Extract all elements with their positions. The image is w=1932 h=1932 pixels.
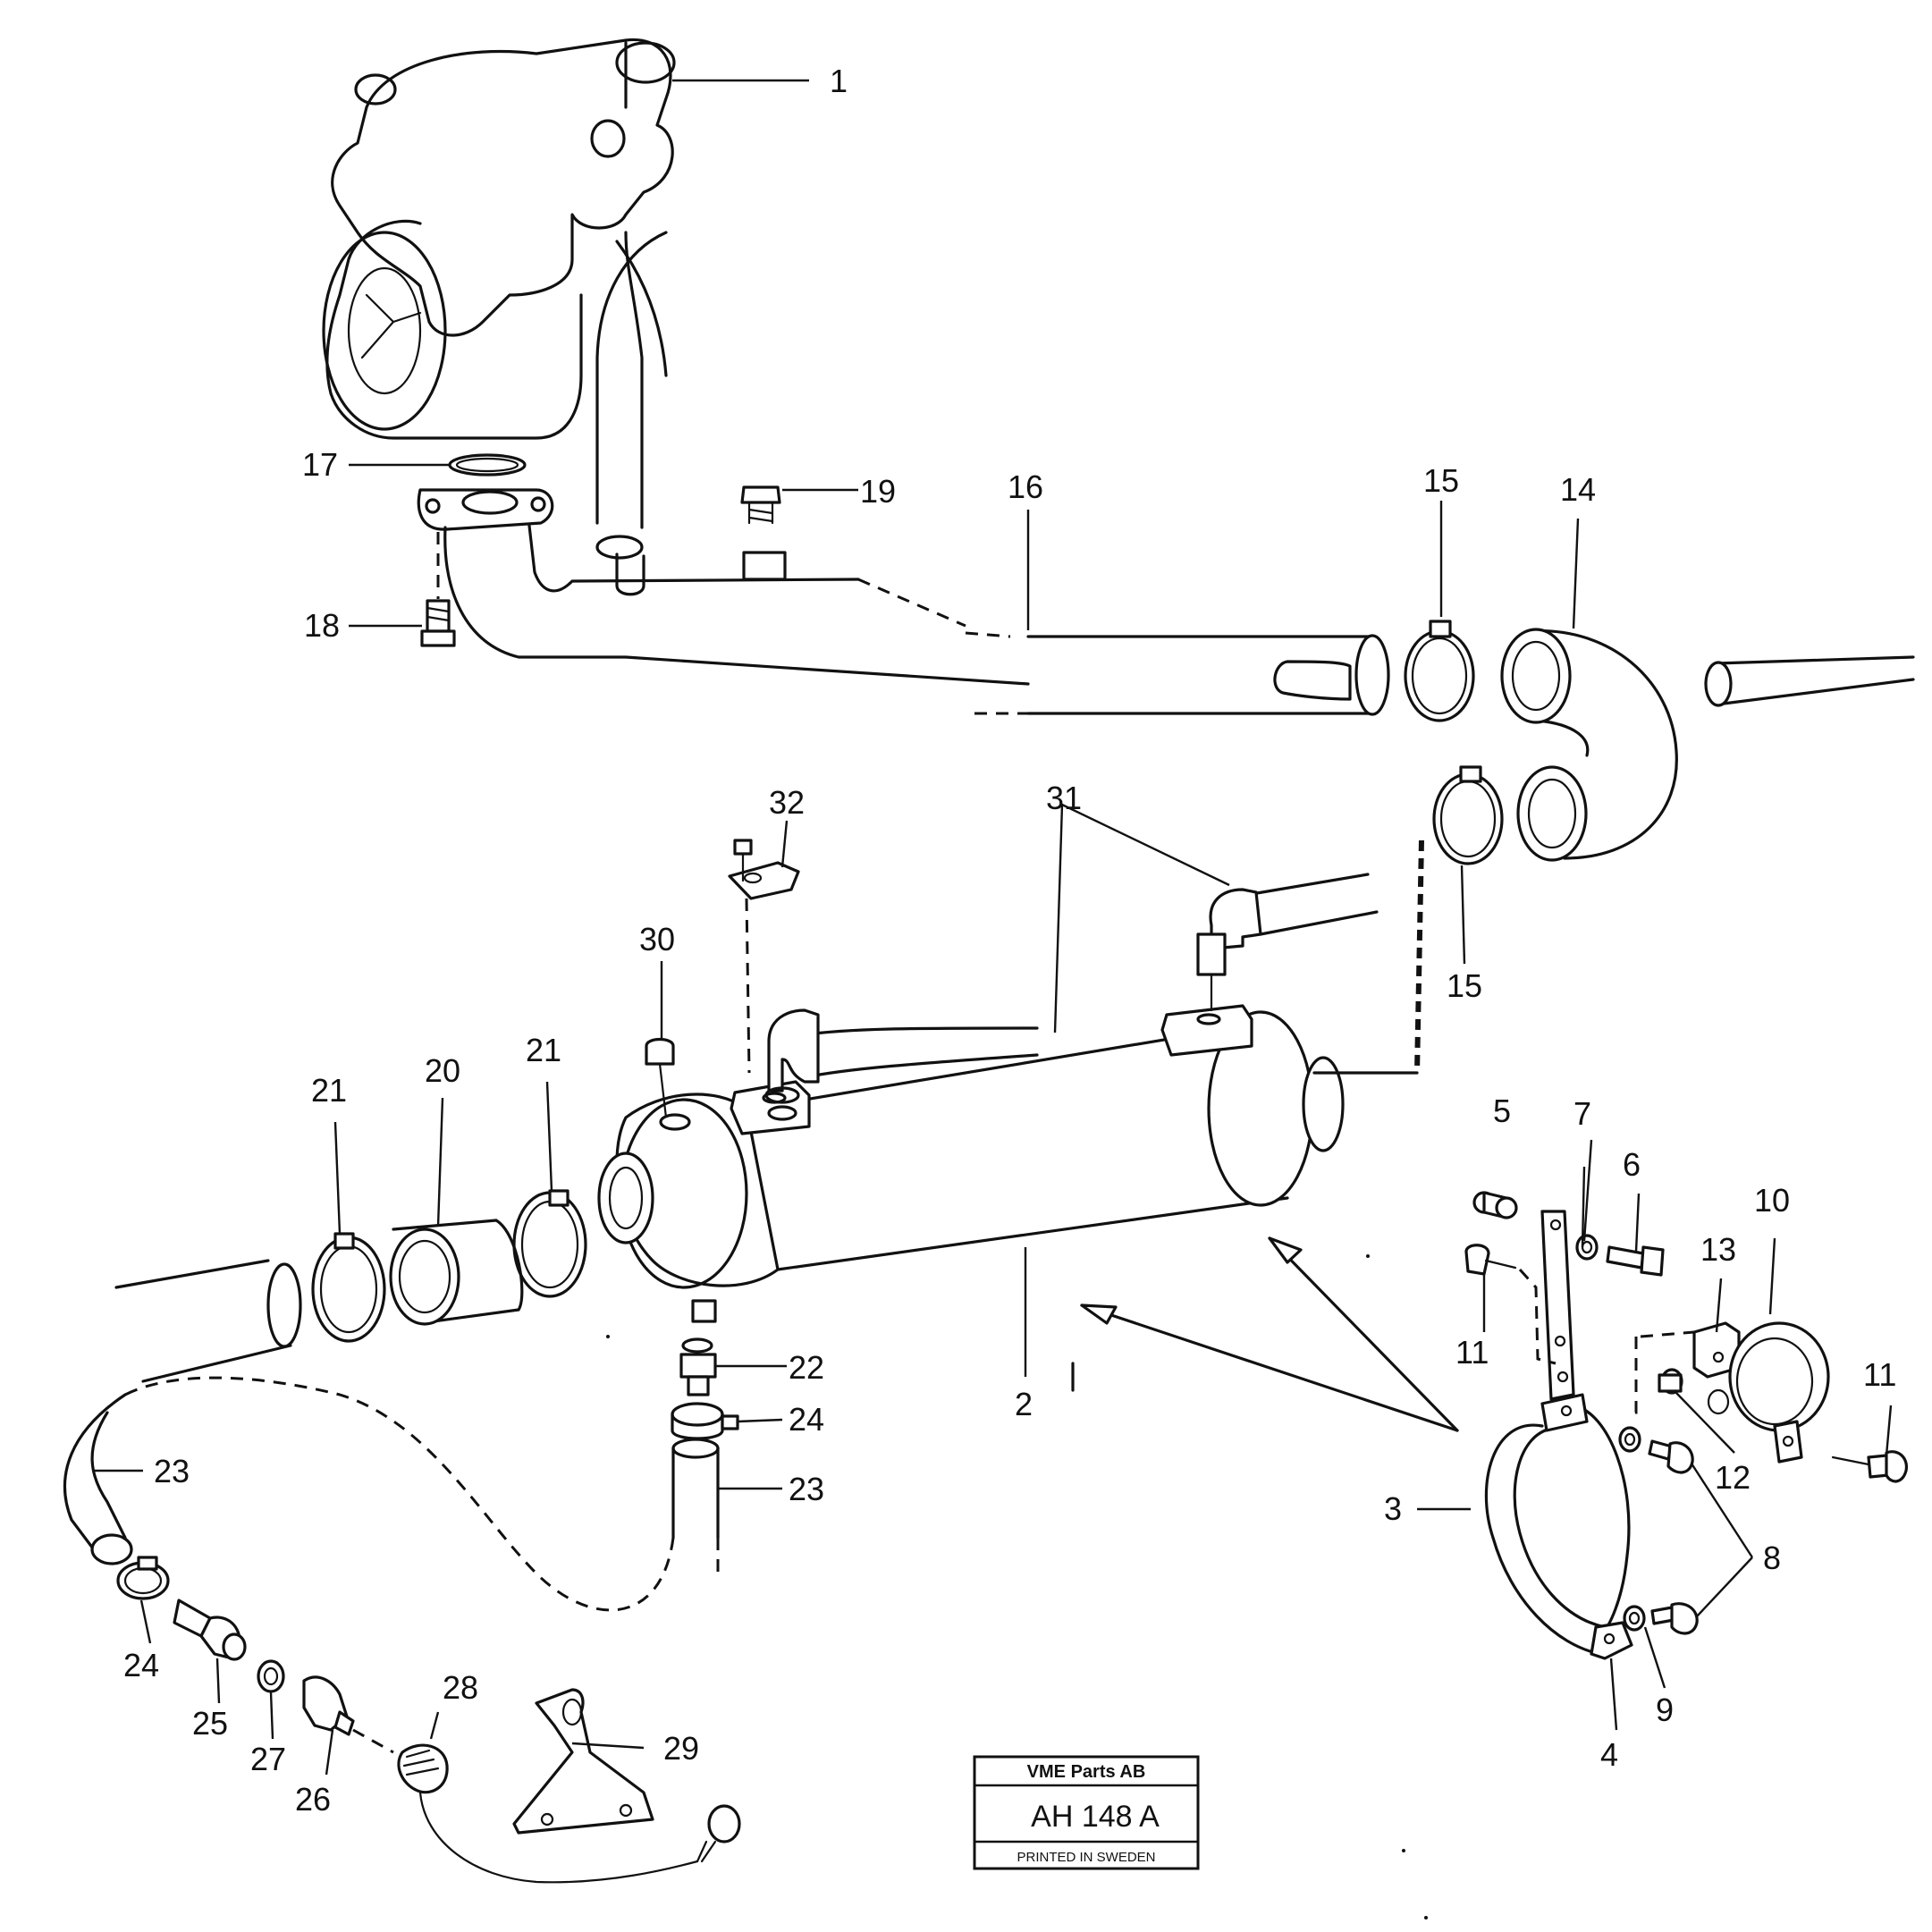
washer-12 (1658, 1368, 1730, 1415)
callout-19: 19 (860, 473, 896, 510)
left-hose-clamp (116, 1556, 170, 1600)
callout-22: 22 (789, 1349, 824, 1386)
callout-10: 10 (1754, 1182, 1790, 1219)
drain-hose (124, 1376, 720, 1612)
callout-30: 30 (639, 921, 675, 958)
cooler-plug (645, 1037, 691, 1131)
callout-24-left: 24 (123, 1647, 159, 1683)
callout-9: 9 (1656, 1692, 1674, 1728)
callout-5: 5 (1493, 1093, 1511, 1129)
washer-27 (257, 1659, 285, 1693)
callout-32: 32 (769, 784, 805, 821)
callout-29: 29 (663, 1730, 699, 1767)
bolt-11-left (1464, 1244, 1557, 1365)
callout-14: 14 (1560, 471, 1596, 508)
adapter-26 (302, 1675, 355, 1736)
drain-valve (173, 1599, 247, 1661)
cover-plate (728, 839, 800, 1074)
leader-lines (94, 79, 1893, 1776)
clamp-band-3 (1484, 1393, 1633, 1660)
drain-clamp (671, 1402, 739, 1440)
assembly-arrows (1071, 1236, 1459, 1432)
washer-8a (1618, 1426, 1641, 1453)
callout-28: 28 (443, 1669, 478, 1706)
washer-7 (1575, 1234, 1599, 1261)
left-drain-hose (63, 1393, 133, 1565)
callout-24-right: 24 (789, 1401, 824, 1438)
callout-2: 2 (1015, 1386, 1033, 1422)
callout-17: 17 (302, 446, 338, 483)
callout-21-right: 21 (526, 1032, 561, 1068)
callout-26: 26 (295, 1781, 331, 1818)
elbow-pipe-flange (417, 488, 1030, 686)
left-pipe (114, 1259, 302, 1383)
callout-8: 8 (1763, 1540, 1781, 1576)
callout-6: 6 (1623, 1146, 1641, 1183)
long-pipe (857, 578, 1390, 716)
stamp-company: VME Parts AB (1027, 1762, 1146, 1782)
callout-15-bottom: 15 (1447, 967, 1482, 1004)
callout-27: 27 (250, 1741, 286, 1777)
callout-labels: 1 2 3 4 5 6 7 8 9 10 11 11 12 13 14 15 1… (123, 63, 1896, 1818)
pump-housing (322, 38, 676, 440)
callout-18: 18 (304, 607, 340, 644)
hose-clamp (1404, 620, 1475, 722)
callout-4: 4 (1600, 1736, 1618, 1773)
callout-15-top: 15 (1423, 462, 1459, 499)
oil-cooler (597, 1004, 1419, 1323)
callout-7: 7 (1573, 1095, 1591, 1132)
bolt-8a (1648, 1439, 1694, 1474)
callout-11-right: 11 (1863, 1356, 1896, 1393)
bolt-6 (1606, 1245, 1665, 1277)
callout-21-left: 21 (311, 1072, 347, 1109)
washer-9 (1623, 1605, 1646, 1632)
callout-23-right: 23 (789, 1471, 824, 1507)
parts-stamp: VME Parts AB AH 148 A PRINTED IN SWEDEN (973, 1755, 1200, 1870)
callout-23-left: 23 (154, 1453, 190, 1489)
scan-specks (606, 1254, 1428, 1919)
callout-31: 31 (1046, 780, 1082, 816)
u-bend-hose (1500, 628, 1678, 862)
stamp-note: PRINTED IN SWEDEN (1017, 1850, 1155, 1865)
right-pipe-stub (1704, 655, 1915, 707)
upper-bypass-hose (595, 231, 668, 560)
callout-12: 12 (1715, 1459, 1751, 1496)
flange-bolt (420, 532, 456, 647)
callout-3: 3 (1384, 1490, 1402, 1527)
connecting-hose (389, 1219, 524, 1326)
cap-28 (352, 1728, 741, 1884)
oil-hoses (764, 873, 1379, 1121)
callout-1: 1 (830, 63, 848, 99)
clamp-ring-10 (1728, 1321, 1830, 1464)
hose-clamp-lower (1432, 765, 1504, 865)
plug (740, 485, 787, 581)
stamp-code: AH 148 A (1031, 1800, 1160, 1834)
o-ring (448, 453, 527, 477)
outlet-connection-line (1414, 839, 1424, 1074)
spacer-5 (1472, 1191, 1518, 1219)
callout-11-left: 11 (1455, 1334, 1489, 1371)
bracket (512, 1688, 654, 1835)
hose-clamp-center (512, 1189, 587, 1298)
callout-25: 25 (192, 1705, 228, 1742)
callout-20: 20 (425, 1052, 460, 1089)
bracket-strap-4 (1540, 1210, 1575, 1401)
bolt-8b (1650, 1602, 1699, 1635)
callout-16: 16 (1008, 468, 1043, 505)
hose-clamp-left (311, 1232, 386, 1343)
drain-nipple (679, 1337, 717, 1396)
bolt-11-right (1831, 1450, 1909, 1483)
callout-13: 13 (1700, 1231, 1736, 1268)
